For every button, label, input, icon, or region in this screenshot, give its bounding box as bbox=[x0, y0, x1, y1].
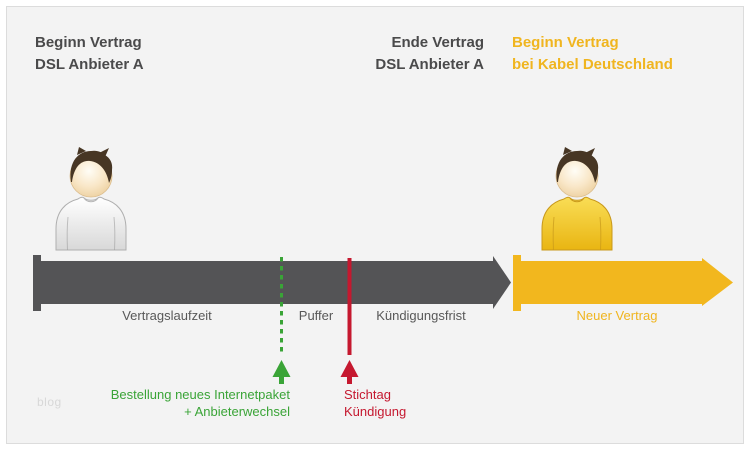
timeline-dsl-arrowhead bbox=[493, 256, 511, 309]
timeline-arrow-kabel bbox=[513, 255, 733, 311]
heading-end-dsl-line1: Ende Vertrag bbox=[391, 34, 484, 51]
heading-begin-dsl: Beginn Vertrag DSL Anbieter A bbox=[35, 32, 144, 76]
annotation-deadline: Stichtag Kündigung bbox=[344, 386, 406, 420]
watermark-blog: blog bbox=[37, 395, 62, 409]
order-marker-arrow-icon bbox=[272, 360, 291, 384]
timeline-dsl-shaft bbox=[41, 261, 493, 304]
segment-label-notice-period: Kündigungsfrist bbox=[376, 308, 466, 323]
timeline-kabel-shaft bbox=[521, 261, 702, 304]
timeline-dsl-start-cap bbox=[33, 255, 41, 311]
timeline-arrow-dsl bbox=[33, 255, 511, 311]
heading-end-dsl-line2: DSL Anbieter A bbox=[375, 56, 484, 73]
heading-begin-dsl-line2: DSL Anbieter A bbox=[35, 56, 144, 73]
diagram-frame bbox=[6, 6, 744, 444]
heading-begin-kabel-line1: Beginn Vertrag bbox=[512, 34, 619, 51]
annotation-deadline-line2: Kündigung bbox=[344, 404, 407, 419]
heading-end-dsl: Ende Vertrag DSL Anbieter A bbox=[334, 32, 484, 76]
timeline-kabel-arrowhead bbox=[702, 258, 733, 306]
heading-begin-kabel: Beginn Vertrag bei Kabel Deutschland bbox=[512, 32, 673, 76]
timeline-kabel-start-cap bbox=[513, 255, 521, 311]
heading-begin-kabel-line2: bei Kabel Deutschland bbox=[512, 56, 673, 73]
deadline-marker-arrow-icon bbox=[340, 360, 359, 384]
segment-label-contract-term: Vertragslaufzeit bbox=[122, 308, 212, 323]
person-kabel-icon bbox=[541, 147, 613, 251]
segment-label-buffer: Puffer bbox=[298, 308, 334, 323]
annotation-deadline-line1: Stichtag bbox=[344, 387, 391, 402]
annotation-order-line1: Bestellung neues Internetpaket bbox=[110, 387, 290, 402]
heading-begin-dsl-line1: Beginn Vertrag bbox=[35, 34, 142, 51]
annotation-order-line2: + Anbieterwechsel bbox=[184, 404, 290, 419]
segment-label-new-contract: Neuer Vertrag bbox=[576, 308, 658, 323]
person-dsl-icon bbox=[55, 147, 127, 251]
annotation-order: Bestellung neues Internetpaket + Anbiete… bbox=[40, 386, 290, 420]
